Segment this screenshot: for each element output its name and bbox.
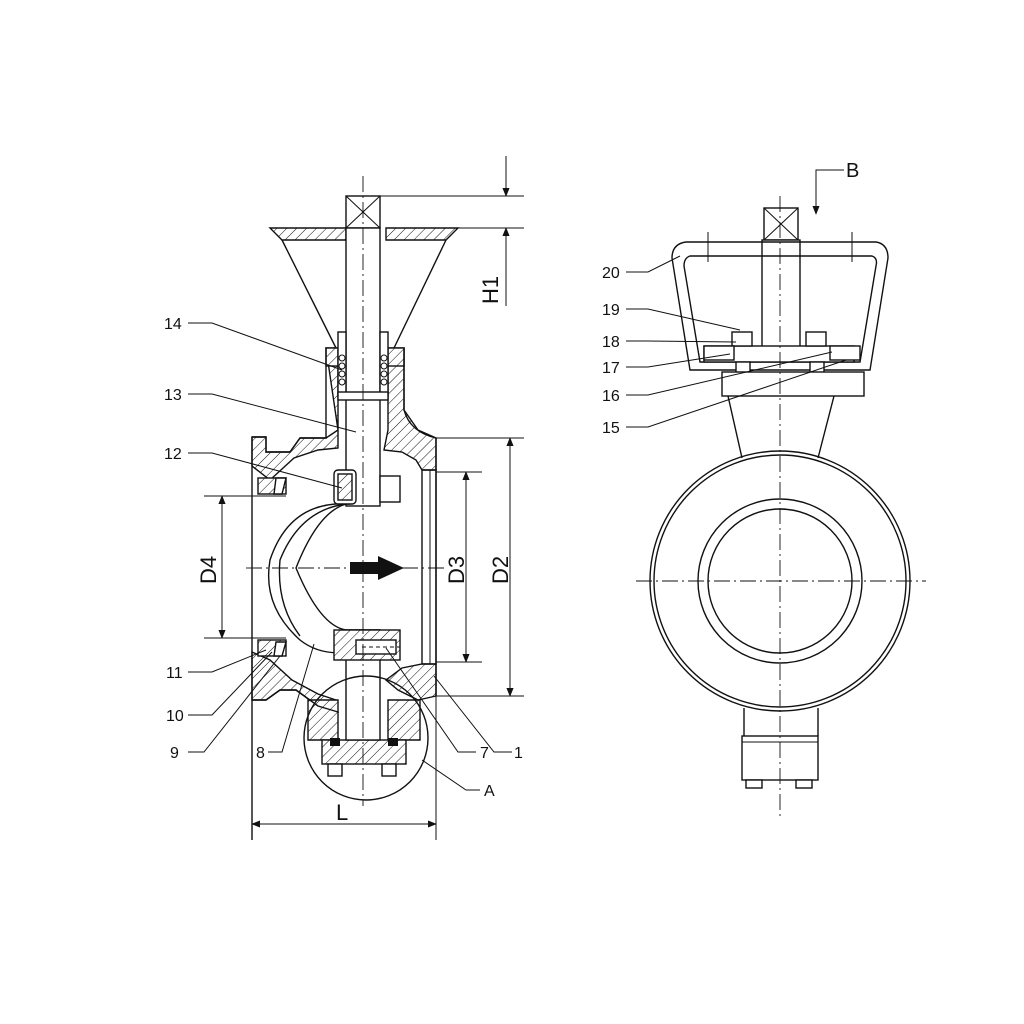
part-label-16: 16 <box>602 388 620 405</box>
dim-d2-label: D2 <box>488 556 513 584</box>
detail-a-circle <box>303 675 429 801</box>
part-label-11: 11 <box>166 665 183 682</box>
seat-ring <box>257 477 287 657</box>
dim-d4-label: D4 <box>196 556 221 584</box>
section-view <box>246 176 460 840</box>
detail-a-label: A <box>484 783 495 800</box>
part-label-19: 19 <box>602 302 620 319</box>
part-label-7: 7 <box>480 745 489 762</box>
part-label-15: 15 <box>602 420 620 437</box>
part-label-9: 9 <box>170 745 179 762</box>
part-label-20: 20 <box>602 265 620 282</box>
part-label-14: 14 <box>164 316 182 333</box>
view-b-label: B <box>846 160 859 182</box>
dim-l-label: L <box>336 800 348 825</box>
part-label-17: 17 <box>602 360 620 377</box>
part-label-13: 13 <box>164 387 182 404</box>
side-view: B <box>636 160 926 818</box>
top-flange <box>268 227 460 349</box>
disc <box>267 469 401 661</box>
part-label-12: 12 <box>164 446 182 463</box>
dim-d3-label: D3 <box>444 556 469 584</box>
bottom-bolts <box>327 738 398 777</box>
part-label-18: 18 <box>602 334 620 351</box>
part-label-8: 8 <box>256 745 265 762</box>
left-leaders: 14 13 12 11 10 9 8 7 1 A <box>164 316 523 800</box>
dim-h1-label: H1 <box>478 276 503 304</box>
part-label-1: 1 <box>514 745 523 762</box>
right-leaders: 20 19 18 17 16 15 <box>602 255 847 437</box>
part-label-10: 10 <box>166 708 184 725</box>
valve-body <box>251 347 437 765</box>
